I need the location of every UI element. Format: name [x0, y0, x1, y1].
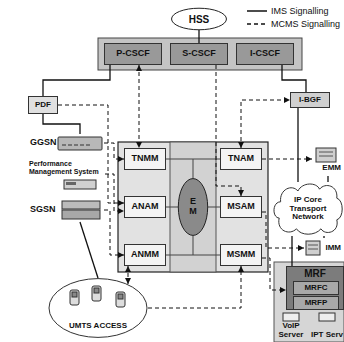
node-label: EMM: [322, 164, 341, 173]
ims-signal-line: [80, 222, 98, 278]
ellipse-outline: [178, 179, 207, 236]
node-label: ANAM: [132, 202, 159, 212]
cloud-outline: [274, 184, 342, 234]
node-label: ANMM: [131, 250, 159, 260]
ims-signal-line: [198, 30, 199, 43]
legend-line: [247, 10, 267, 12]
module-box: TNAM: [220, 148, 262, 170]
ellipse-outline: [49, 279, 147, 338]
cscf-band: [98, 38, 302, 70]
node-label: UMTS ACCESS: [69, 322, 127, 331]
node-label: PDF: [35, 101, 51, 110]
server-device: IMM: [304, 238, 344, 258]
internal-link: [166, 159, 220, 255]
pms-device: [64, 180, 96, 189]
mcms-frame: [118, 142, 268, 272]
node-label: I-BGF: [299, 96, 321, 105]
mcms-signal-line: [262, 258, 286, 290]
server-device: IPT Serv: [309, 312, 344, 342]
module-box: ANAM: [124, 196, 166, 218]
hss-ellipse: HSS: [171, 8, 227, 30]
imm-server: [306, 241, 320, 255]
network-device: GGSN: [28, 134, 104, 152]
ims-signal-line: [323, 236, 324, 238]
node-label: I-CSCF: [250, 49, 280, 59]
mrf-part: MRFC: [293, 281, 339, 296]
legend-sample: [246, 19, 268, 29]
module-box: TNMM: [124, 148, 166, 170]
network-device: Performance Management System: [27, 158, 105, 192]
legend-line: [247, 23, 267, 25]
node-label: SGSN: [30, 205, 56, 215]
mcms-signal-line: [139, 65, 140, 148]
legend: IMS SignallingMCMS Signalling: [246, 4, 340, 30]
mcms-signal-line: [216, 65, 241, 196]
node-label: MRF: [304, 268, 326, 279]
network-cloud: IP Core Transport Network: [272, 182, 344, 236]
cscf-box: P-CSCF: [104, 43, 162, 65]
cscf-box: I-CSCF: [236, 43, 294, 65]
sgsn-device: [62, 201, 100, 219]
node-label: HSS: [189, 14, 210, 25]
ims-signal-line: [43, 114, 80, 134]
phone-icon: [70, 286, 125, 307]
mcms-signal-line: [104, 210, 124, 255]
node-label: TNAM: [228, 154, 254, 164]
pdf-box: PDF: [28, 96, 58, 114]
node-label: S-CSCF: [182, 49, 216, 59]
mcms-signal-line: [105, 174, 124, 211]
module-box: MSAM: [220, 196, 262, 218]
emm-server: [316, 148, 336, 162]
node-label: IP Core Transport Network: [285, 196, 331, 222]
server-device: EMM: [312, 146, 344, 176]
module-box: ANMM: [124, 244, 166, 266]
ggsn-device: [58, 137, 102, 150]
core-ellipse: E M: [178, 178, 208, 236]
node-label: Performance Management System: [29, 160, 103, 175]
mcms-signal-line: [262, 159, 312, 160]
cscf-box: S-CSCF: [170, 43, 228, 65]
node-label: E M: [189, 197, 198, 217]
legend-text: MCMS Signalling: [271, 19, 340, 29]
node-label: MSMM: [227, 250, 256, 260]
legend-text: IMS Signalling: [271, 6, 329, 16]
node-label: P-CSCF: [116, 49, 150, 59]
server-device: VoIP Server: [273, 312, 309, 342]
legend-row: MCMS Signalling: [246, 17, 340, 30]
server-icon: [319, 313, 335, 321]
node-label: IPT Serv: [311, 331, 343, 340]
ims-signal-line: [291, 236, 292, 266]
ellipse-outline: [172, 8, 227, 30]
mcms-signal-line: [128, 266, 129, 284]
node-label: MRFP: [305, 299, 328, 308]
ims-signal-line: [43, 65, 110, 96]
mcms-signal-line: [104, 143, 124, 159]
server-icon: [283, 313, 299, 321]
gateway-box: I-BGF: [290, 92, 330, 108]
node-label: VoIP Server: [275, 322, 307, 340]
legend-row: IMS Signalling: [246, 4, 340, 17]
node-label: TNMM: [132, 154, 159, 164]
node-label: MSAM: [227, 202, 255, 212]
mrf-part: MRFP: [293, 296, 339, 311]
node-label: MRFC: [304, 284, 327, 293]
legend-sample: [246, 6, 268, 16]
access-ellipse: UMTS ACCESS: [48, 278, 148, 338]
node-label: GGSN: [30, 138, 57, 148]
mrf-panel: [274, 262, 344, 342]
ims-signal-line: [327, 176, 328, 182]
mrf-box: MRF MRFC MRFP: [286, 266, 344, 310]
node-label: IMM: [325, 244, 341, 253]
mcms-signal-line: [148, 266, 241, 308]
module-box: MSMM: [220, 244, 262, 266]
ims-signal-line: [282, 65, 306, 92]
ims-signal-line: [297, 108, 298, 182]
network-device: SGSN: [28, 198, 104, 222]
mcms-signal-line: [241, 100, 290, 148]
